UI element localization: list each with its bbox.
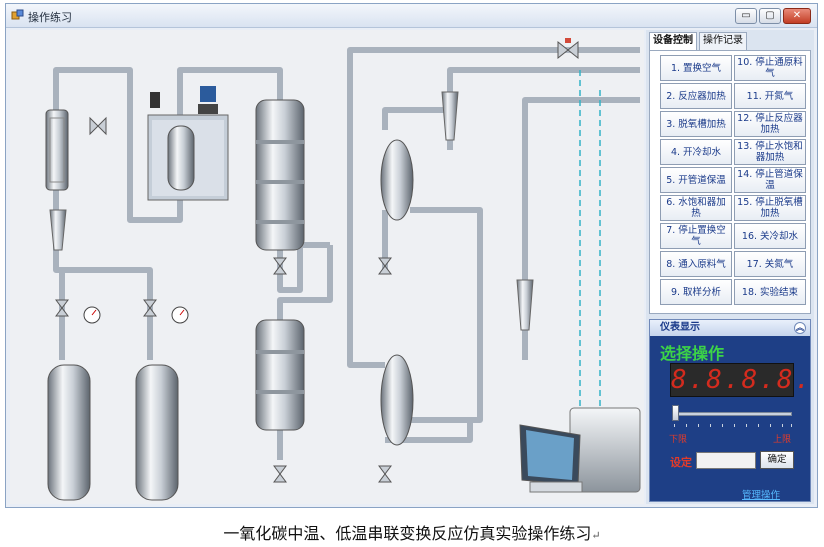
setpoint-slider-thumb[interactable] [672,405,679,421]
tab-device-control[interactable]: 设备控制 [649,32,697,50]
op-button-10[interactable]: 10. 停止通原料气 [734,55,806,81]
op-button-11[interactable]: 11. 开氮气 [734,83,806,109]
setpoint-slider-track[interactable] [672,412,792,416]
instrument-panel-header: 仪表显示 ︽ [650,320,810,336]
control-panel: 设备控制 操作记录 1. 置换空气 10. 停止通原料气 2. 反应器加热 11… [646,30,814,504]
led-display: 8.8.8.8. [670,363,813,397]
op-button-18[interactable]: 18. 实验结束 [734,279,806,305]
signal-lines [579,70,601,430]
computer-icon [519,407,641,493]
op-button-16[interactable]: 16. 关冷却水 [734,223,806,249]
valve-filter[interactable] [89,116,107,136]
op-button-7[interactable]: 7. 停止置换空气 [660,223,732,249]
instrument-panel-title: 仪表显示 [660,322,700,333]
app-window: 操作练习 ▭ ▢ ✕ [5,3,818,508]
slider-ticks [674,424,792,428]
flow-meter-1 [441,91,459,141]
reactor-low-temp [255,319,305,431]
setpoint-input[interactable] [696,452,756,469]
valve-top[interactable] [557,38,579,60]
op-button-2[interactable]: 2. 反应器加热 [660,83,732,109]
water-saturator [147,86,229,201]
valve-cluster[interactable] [55,257,392,483]
process-flow-svg [45,38,641,501]
op-button-13[interactable]: 13. 停止水饱和器加热 [734,139,806,165]
heat-exchanger-upper [380,139,414,221]
caption-text: 一氧化碳中温、低温串联变换反应仿真实验操作练习 [223,524,592,543]
pressure-gauge-left [83,306,101,324]
gas-cylinder-left [47,364,91,501]
gas-cylinder-right [135,364,179,501]
op-button-8[interactable]: 8. 通入原料气 [660,251,732,277]
confirm-button[interactable]: 确定 [760,451,794,469]
flow-meter-2 [516,279,534,331]
heat-exchanger-lower [380,354,414,446]
op-button-3[interactable]: 3. 脱氧槽加热 [660,111,732,137]
pressure-gauge-right [171,306,189,324]
collapse-icon[interactable]: ︽ [794,322,806,334]
op-button-4[interactable]: 4. 开冷却水 [660,139,732,165]
op-button-12[interactable]: 12. 停止反应器加热 [734,111,806,137]
paragraph-mark: ↵ [591,529,601,542]
op-button-9[interactable]: 9. 取样分析 [660,279,732,305]
op-button-5[interactable]: 5. 开管道保温 [660,167,732,193]
tab-operation-log[interactable]: 操作记录 [699,32,747,50]
lower-limit-label: 下限 [669,435,688,445]
flow-meter-3 [49,209,67,251]
upper-limit-label: 上限 [773,435,792,445]
op-button-15[interactable]: 15. 停止脱氧槽加热 [734,195,806,221]
app-icon [11,9,24,20]
op-button-6[interactable]: 6. 水饱和器加热 [660,195,732,221]
instrument-panel: 仪表显示 ︽ 选择操作 8.8.8.8. 下限 上限 设定 确定 管理操作 [649,319,811,502]
op-button-17[interactable]: 17. 关氮气 [734,251,806,277]
title-bar: 操作练习 ▭ ▢ ✕ [6,4,817,28]
filter-column [45,109,69,191]
window-title: 操作练习 [28,11,72,24]
reactor-medium-temp [255,99,305,251]
op-button-1[interactable]: 1. 置换空气 [660,55,732,81]
pipe-network [53,47,640,460]
restore-button[interactable]: ▢ [759,8,781,24]
close-button[interactable]: ✕ [783,8,811,24]
figure-caption: 一氧化碳中温、低温串联变换反应仿真实验操作练习↵ [0,520,824,544]
operations-grid: 1. 置换空气 10. 停止通原料气 2. 反应器加热 11. 开氮气 3. 脱… [649,50,811,314]
process-diagram [10,30,644,504]
select-operation-prompt: 选择操作 [660,344,725,363]
admin-operation-link[interactable]: 管理操作 [742,490,781,501]
setpoint-label: 设定 [670,456,692,469]
op-button-14[interactable]: 14. 停止管道保温 [734,167,806,193]
minimize-button[interactable]: ▭ [735,8,757,24]
